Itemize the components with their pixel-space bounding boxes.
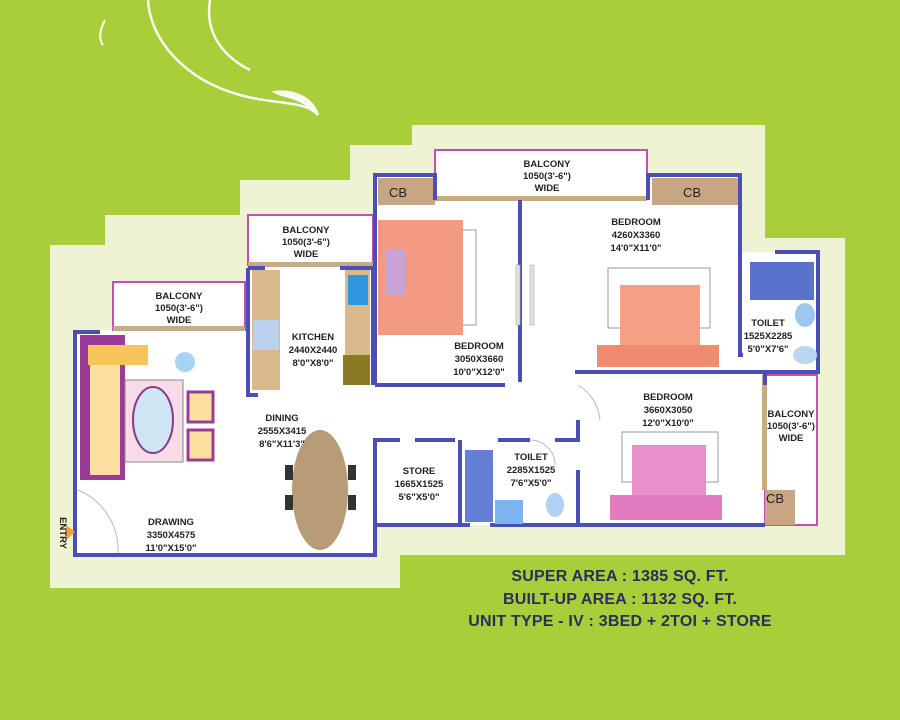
room-label-drawing: DRAWING 3350X4575 11'0"X15'0" bbox=[145, 517, 196, 554]
svg-text:TOILET: TOILET bbox=[751, 318, 785, 329]
sink-icon bbox=[348, 275, 368, 305]
svg-text:BEDROOM: BEDROOM bbox=[643, 392, 693, 403]
svg-text:1050(3'-6"): 1050(3'-6") bbox=[523, 171, 571, 182]
svg-text:4260X3360: 4260X3360 bbox=[612, 230, 661, 241]
svg-text:5'6"X5'0": 5'6"X5'0" bbox=[399, 492, 440, 503]
sliding-door bbox=[515, 264, 535, 326]
svg-text:BEDROOM: BEDROOM bbox=[454, 341, 504, 352]
svg-text:11'0"X15'0": 11'0"X15'0" bbox=[145, 543, 196, 554]
room-label-kitchen: KITCHEN 2440X2440 8'0"X8'0" bbox=[289, 332, 338, 369]
room-label-store: STORE 1665X1525 5'6"X5'0" bbox=[395, 466, 444, 503]
cupboard: CB bbox=[652, 178, 738, 205]
room-label-toilet-1: TOILET 1525X2285 5'0"X7'6" bbox=[744, 318, 793, 355]
svg-text:2440X2440: 2440X2440 bbox=[289, 345, 338, 356]
svg-text:TOILET: TOILET bbox=[514, 452, 548, 463]
svg-text:WIDE: WIDE bbox=[535, 183, 560, 194]
shower-icon bbox=[465, 450, 564, 524]
dining-table-icon bbox=[285, 430, 356, 550]
bed-icon bbox=[597, 267, 719, 367]
svg-text:CB: CB bbox=[683, 185, 701, 200]
svg-text:WIDE: WIDE bbox=[294, 249, 319, 260]
svg-text:1050(3'-6"): 1050(3'-6") bbox=[767, 421, 815, 432]
balcony-left bbox=[112, 281, 246, 331]
svg-text:1050(3'-6"): 1050(3'-6") bbox=[155, 303, 203, 314]
cupboard: CB bbox=[765, 490, 795, 525]
room-label-balcony-top: BALCONY 1050(3'-6") WIDE bbox=[523, 159, 571, 194]
bathtub-icon bbox=[750, 262, 817, 364]
room-label-balcony-left: BALCONY 1050(3'-6") WIDE bbox=[155, 291, 203, 326]
svg-text:WIDE: WIDE bbox=[779, 433, 804, 444]
svg-text:BEDROOM: BEDROOM bbox=[611, 217, 661, 228]
kitchen-counter bbox=[252, 270, 370, 390]
svg-text:BALCONY: BALCONY bbox=[768, 409, 816, 420]
room-label-balcony-right: BALCONY 1050(3'-6") WIDE bbox=[767, 409, 815, 444]
svg-text:10'0"X12'0": 10'0"X12'0" bbox=[453, 367, 505, 378]
svg-text:1525X2285: 1525X2285 bbox=[744, 331, 793, 342]
area-summary: SUPER AREA : 1385 SQ. FT. BUILT-UP AREA … bbox=[400, 566, 840, 634]
svg-text:2285X1525: 2285X1525 bbox=[507, 465, 556, 476]
svg-text:1050(3'-6"): 1050(3'-6") bbox=[282, 237, 330, 248]
entry-marker: ENTRY bbox=[57, 517, 75, 550]
svg-text:STORE: STORE bbox=[403, 466, 436, 477]
svg-text:3050X3660: 3050X3660 bbox=[455, 354, 504, 365]
svg-text:8'6"X11'3": 8'6"X11'3" bbox=[259, 439, 305, 450]
room-label-bedroom-1: BEDROOM 3050X3660 10'0"X12'0" bbox=[453, 341, 505, 378]
svg-text:3660X3050: 3660X3050 bbox=[644, 405, 693, 416]
room-label-bedroom-3: BEDROOM 3660X3050 12'0"X10'0" bbox=[642, 392, 694, 429]
room-label-balcony-kitchen: BALCONY 1050(3'-6") WIDE bbox=[282, 225, 330, 260]
door-swings bbox=[77, 384, 601, 554]
svg-text:1665X1525: 1665X1525 bbox=[395, 479, 444, 490]
svg-text:WIDE: WIDE bbox=[167, 315, 192, 326]
bed-icon bbox=[378, 220, 477, 335]
svg-text:DRAWING: DRAWING bbox=[148, 517, 194, 528]
svg-text:BALCONY: BALCONY bbox=[156, 291, 204, 302]
room-label-dining: DINING 2555X3415 8'6"X11'3" bbox=[258, 413, 307, 450]
svg-text:BALCONY: BALCONY bbox=[283, 225, 331, 236]
walls bbox=[73, 173, 820, 557]
svg-text:12'0"X10'0": 12'0"X10'0" bbox=[642, 418, 694, 429]
svg-text:14'0"X11'0": 14'0"X11'0" bbox=[610, 243, 661, 254]
fridge-icon bbox=[343, 355, 370, 385]
svg-text:3350X4575: 3350X4575 bbox=[147, 530, 196, 541]
svg-text:CB: CB bbox=[389, 185, 407, 200]
svg-text:KITCHEN: KITCHEN bbox=[292, 332, 334, 343]
balcony-thresholds bbox=[113, 196, 767, 490]
svg-text:CB: CB bbox=[766, 491, 784, 506]
svg-text:DINING: DINING bbox=[265, 413, 298, 424]
svg-text:BALCONY: BALCONY bbox=[524, 159, 572, 170]
built-up-area: BUILT-UP AREA : 1132 SQ. FT. bbox=[502, 590, 738, 608]
room-label-toilet-2: TOILET 2285X1525 7'6"X5'0" bbox=[507, 452, 556, 489]
svg-text:2555X3415: 2555X3415 bbox=[258, 426, 307, 437]
super-area: SUPER AREA : 1385 SQ. FT. bbox=[511, 568, 729, 585]
room-label-bedroom-2: BEDROOM 4260X3360 14'0"X11'0" bbox=[610, 217, 661, 254]
bed-icon bbox=[610, 431, 722, 520]
decorative-swirl bbox=[99, 0, 320, 116]
svg-text:ENTRY: ENTRY bbox=[57, 517, 68, 550]
cupboard: CB bbox=[378, 178, 435, 205]
svg-text:8'0"X8'0": 8'0"X8'0" bbox=[293, 358, 334, 369]
svg-text:5'0"X7'6": 5'0"X7'6" bbox=[748, 344, 789, 355]
balcony-kitchen bbox=[247, 214, 374, 266]
sofa-icon bbox=[80, 335, 215, 480]
unit-type: UNIT TYPE - IV : 3BED + 2TOI + STORE bbox=[468, 613, 772, 630]
svg-text:7'6"X5'0": 7'6"X5'0" bbox=[511, 478, 552, 489]
